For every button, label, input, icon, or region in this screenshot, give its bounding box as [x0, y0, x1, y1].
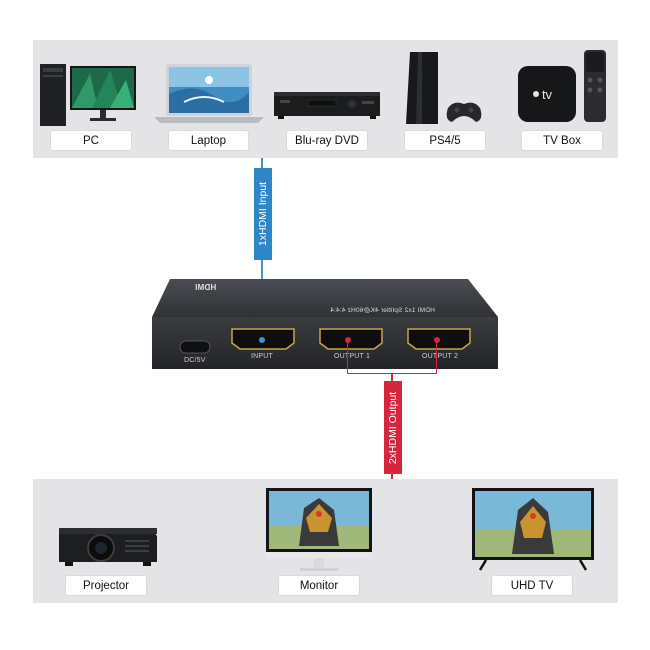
port-label-output1: OUTPUT 1 — [334, 353, 371, 360]
svg-text:tv: tv — [542, 87, 553, 102]
device-label-ps: PS4/5 — [405, 131, 485, 150]
game-console-icon — [406, 52, 482, 124]
uhd-tv-icon — [472, 488, 594, 571]
laptop-icon — [154, 64, 264, 123]
output2-port-dot — [434, 337, 440, 343]
splitter-model-text: HDMI 1x2 Splitter 4K@60Hz 4:4:4 — [330, 307, 435, 314]
output1-port-dot — [345, 337, 351, 343]
device-label-uhdtv: UHD TV — [492, 576, 572, 595]
input-port-dot — [259, 337, 265, 343]
device-label-projector: Projector — [66, 576, 146, 595]
device-label-laptop: Laptop — [169, 131, 248, 150]
output-connector-bracket — [347, 340, 437, 374]
splitter-brand-text: HDMI — [195, 283, 217, 292]
output-connector-label: 2xHDMI Output — [387, 391, 400, 464]
device-label-bluray: Blu-ray DVD — [287, 131, 367, 150]
projector-icon — [59, 528, 157, 566]
device-label-pc: PC — [51, 131, 131, 150]
port-label-output2: OUTPUT 2 — [422, 353, 459, 360]
pc-icon — [40, 64, 136, 126]
port-label-power: DC/5V — [184, 357, 206, 364]
device-label-tvbox: TV Box — [522, 131, 602, 150]
input-connector-tag: 1xHDMI Input — [254, 168, 272, 260]
port-label-input: INPUT — [251, 353, 273, 360]
input-connector-label: 1xHDMI Input — [257, 181, 270, 247]
bluray-player-icon — [274, 92, 380, 119]
hdmi-splitter — [152, 279, 498, 369]
monitor-icon — [266, 488, 372, 571]
tv-box-icon: tv — [518, 50, 606, 122]
output-connector-tag: 2xHDMI Output — [384, 381, 402, 474]
device-label-monitor: Monitor — [279, 576, 359, 595]
